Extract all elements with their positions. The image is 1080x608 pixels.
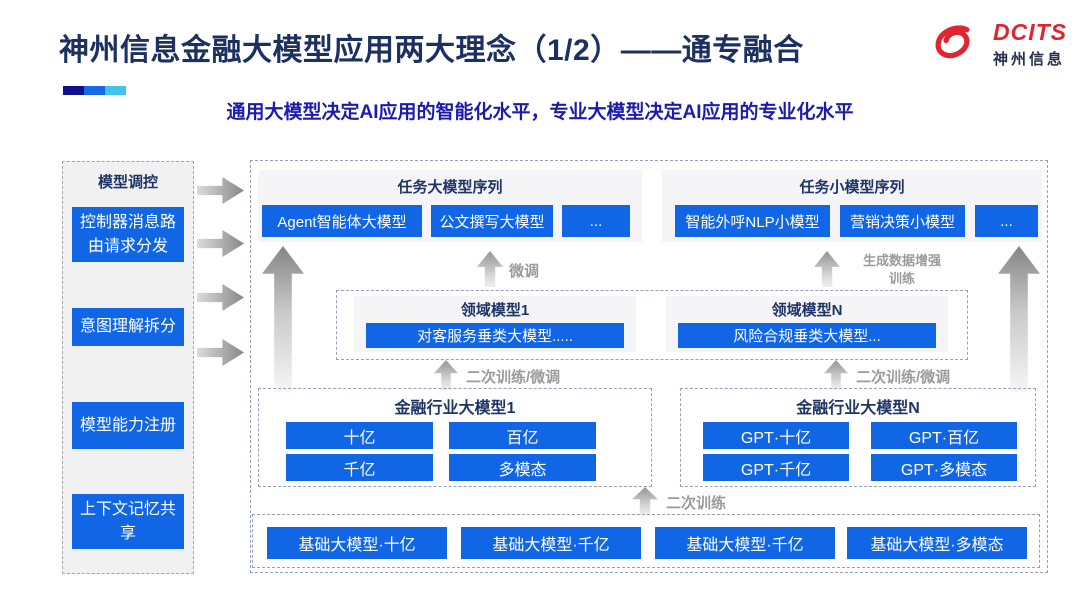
model-box-base-multimodal: 基础大模型·多模态	[847, 527, 1027, 559]
sidebar-item-registry: 模型能力注册	[72, 402, 184, 449]
sidebar-item-context: 上下文记忆共享	[72, 494, 184, 549]
model-box-agent: Agent智能体大模型	[262, 205, 422, 237]
panel-title: 任务小模型序列	[799, 179, 905, 196]
domain-models-container	[336, 290, 968, 360]
logo-text: DCITS 神州信息	[993, 19, 1067, 69]
panel-title: 任务大模型序列	[397, 179, 503, 196]
sidebar-title: 模型调控	[97, 174, 158, 191]
model-box-1b: 十亿	[286, 422, 433, 449]
model-box-customer-service: 对客服务垂类大模型.....	[366, 323, 624, 348]
model-box-base-1b: 基础大模型·十亿	[267, 527, 447, 559]
logo-brand: DCITS	[993, 19, 1067, 45]
panel-title: 金融行业大模型1	[394, 400, 516, 417]
model-box-marketing: 营销决策小模型	[840, 205, 965, 237]
panel-domain-model-1: 领域模型1 对客服务垂类大模型.....	[354, 296, 636, 352]
panel-domain-model-n: 领域模型N 风险合规垂类大模型...	[666, 296, 948, 352]
sidebar-item-router: 控制器消息路由请求分发	[72, 207, 184, 262]
subtitle: 通用大模型决定AI应用的智能化水平，专业大模型决定AI应用的专业化水平	[226, 102, 854, 123]
label-retrain-bottom: 二次训练	[666, 495, 727, 512]
logo-brand-cn: 神州信息	[993, 51, 1066, 69]
accent-bar-segment	[84, 86, 105, 95]
model-box-multimodal: 多模态	[449, 454, 596, 481]
model-box-more: ...	[975, 205, 1038, 237]
base-models-container: 基础大模型·十亿 基础大模型·千亿 基础大模型·千亿 基础大模型·多模态	[252, 514, 1040, 568]
sidebar-model-control: 模型调控 控制器消息路由请求分发 意图理解拆分 模型能力注册 上下文记忆共享	[62, 161, 194, 574]
sidebar-item-intent: 意图理解拆分	[72, 308, 184, 346]
model-box-10b: 百亿	[449, 422, 596, 449]
label-retrain-left: 二次训练/微调	[466, 369, 561, 386]
panel-title: 金融行业大模型N	[796, 400, 920, 417]
panel-task-large-models: 任务大模型序列 Agent智能体大模型 公文撰写大模型 ...	[258, 170, 642, 242]
model-box-risk-compliance: 风险合规垂类大模型...	[678, 323, 936, 348]
model-box-more: ...	[562, 205, 630, 237]
label-fine-tune: 微调	[509, 263, 540, 280]
panel-title: 领域模型1	[460, 302, 530, 319]
label-line: 生成数据增强	[862, 253, 941, 268]
title-accent-bar	[63, 86, 126, 95]
panel-industry-model-n: 金融行业大模型N GPT·十亿 GPT·百亿 GPT·千亿 GPT·多模态	[680, 388, 1036, 487]
label-line: 训练	[888, 271, 915, 287]
arrow-right-icon	[197, 177, 244, 204]
model-box-gpt-10b: GPT·百亿	[871, 422, 1017, 449]
model-box-gpt-multimodal: GPT·多模态	[871, 454, 1017, 481]
page-title: 神州信息金融大模型应用两大理念（1/2）——通专融合	[59, 34, 804, 67]
accent-bar-segment	[63, 86, 84, 95]
arrow-right-icon	[197, 230, 244, 257]
model-box-gpt-1b: GPT·十亿	[703, 422, 849, 449]
arrow-right-icon	[197, 284, 244, 311]
accent-bar-segment	[105, 86, 126, 95]
arrow-right-icon	[197, 339, 244, 366]
model-box-base-100b-2: 基础大模型·千亿	[655, 527, 835, 559]
model-box-document-writing: 公文撰写大模型	[431, 205, 553, 237]
logo: DCITS 神州信息	[926, 19, 1067, 69]
dcits-swirl-icon	[935, 25, 970, 59]
model-box-100b: 千亿	[286, 454, 433, 481]
label-retrain-right: 二次训练/微调	[856, 369, 951, 386]
panel-task-small-models: 任务小模型序列 智能外呼NLP小模型 营销决策小模型 ...	[662, 170, 1042, 242]
label-gen-data-training: 生成数据增强 训练	[846, 252, 958, 288]
panel-title: 领域模型N	[771, 302, 843, 319]
model-box-base-100b: 基础大模型·千亿	[461, 527, 641, 559]
model-box-outbound-nlp: 智能外呼NLP小模型	[675, 205, 830, 237]
panel-industry-model-1: 金融行业大模型1 十亿 百亿 千亿 多模态	[258, 388, 652, 487]
model-box-gpt-100b: GPT·千亿	[703, 454, 849, 481]
